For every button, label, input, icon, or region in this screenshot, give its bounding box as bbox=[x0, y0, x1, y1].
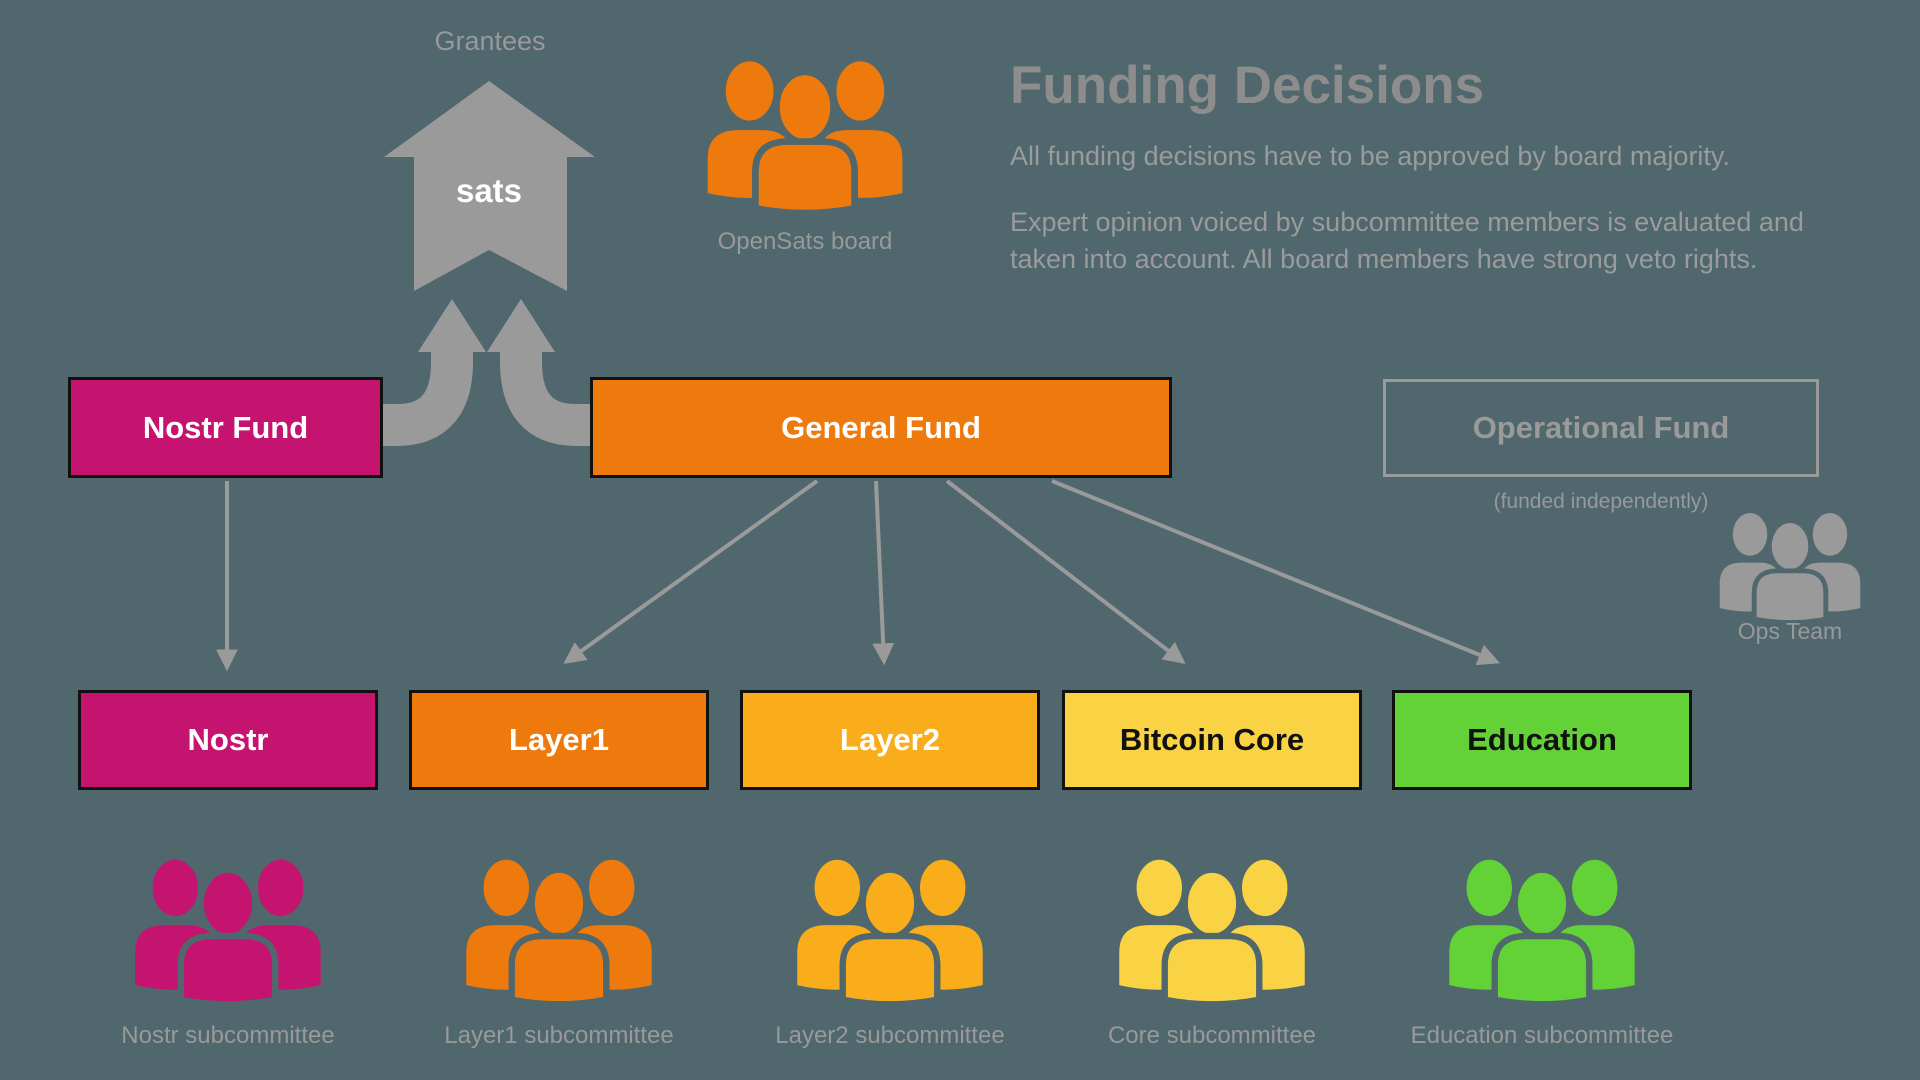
layer1-box-label: Layer1 bbox=[509, 722, 609, 757]
arrow-generalfund-to-core bbox=[945, 479, 1186, 665]
core-subcommittee-caption: Core subcommittee bbox=[1107, 1022, 1317, 1049]
operational-fund-note: (funded independently) bbox=[1493, 490, 1709, 513]
ops-team-label: Ops Team bbox=[1737, 618, 1843, 644]
merge-arrow-right bbox=[487, 299, 590, 446]
header-paragraph-1: All funding decisions have to be approve… bbox=[1010, 141, 1730, 171]
nostr-subcommittee-people-group-icon bbox=[128, 845, 328, 1009]
nostr-box: Nostr bbox=[78, 690, 378, 790]
general-fund-box: General Fund bbox=[590, 377, 1172, 478]
opensats-board-label: OpenSats board bbox=[717, 228, 893, 255]
layer2-subcommittee-caption: Layer2 subcommittee bbox=[775, 1022, 1005, 1049]
merge-arrow-left bbox=[383, 299, 486, 446]
operational-fund-label: Operational Fund bbox=[1472, 410, 1730, 445]
nostr-box-label: Nostr bbox=[187, 722, 269, 757]
sats-label: sats bbox=[455, 172, 523, 209]
layer2-box-label: Layer2 bbox=[840, 722, 940, 757]
nostr-fund-box: Nostr Fund bbox=[68, 377, 383, 478]
education-box-label: Education bbox=[1467, 722, 1617, 757]
education-box: Education bbox=[1392, 690, 1692, 790]
bitcoin-core-box-label: Bitcoin Core bbox=[1119, 722, 1305, 757]
header-paragraph-2: Expert opinion voiced by subcommittee me… bbox=[1010, 207, 1804, 274]
operational-fund-box: Operational Fund bbox=[1383, 379, 1819, 477]
arrow-generalfund-to-layer2 bbox=[872, 480, 895, 666]
layer2-subcommittee-people-group-icon bbox=[790, 845, 990, 1009]
page-title: Funding Decisions bbox=[1010, 56, 1485, 115]
ops-team-people-group-icon bbox=[1714, 502, 1866, 626]
layer2-box: Layer2 bbox=[740, 690, 1040, 790]
arrow-generalfund-to-education bbox=[1051, 479, 1501, 666]
bitcoin-core-box: Bitcoin Core bbox=[1062, 690, 1362, 790]
education-subcommittee-caption: Education subcommittee bbox=[1410, 1022, 1674, 1049]
layer1-subcommittee-people-group-icon bbox=[459, 845, 659, 1009]
nostr-subcommittee-caption: Nostr subcommittee bbox=[121, 1022, 335, 1049]
general-fund-label: General Fund bbox=[781, 409, 981, 445]
layer1-box: Layer1 bbox=[409, 690, 709, 790]
nostr-fund-label: Nostr Fund bbox=[142, 409, 309, 445]
sats-arrow bbox=[384, 81, 595, 291]
education-subcommittee-people-group-icon bbox=[1442, 845, 1642, 1009]
grantees-label: Grantees bbox=[434, 26, 546, 56]
layer1-subcommittee-caption: Layer1 subcommittee bbox=[444, 1022, 674, 1049]
core-subcommittee-people-group-icon bbox=[1112, 845, 1312, 1009]
arrow-generalfund-to-layer1 bbox=[563, 479, 819, 664]
opensats-board-people-group-icon bbox=[700, 46, 910, 218]
